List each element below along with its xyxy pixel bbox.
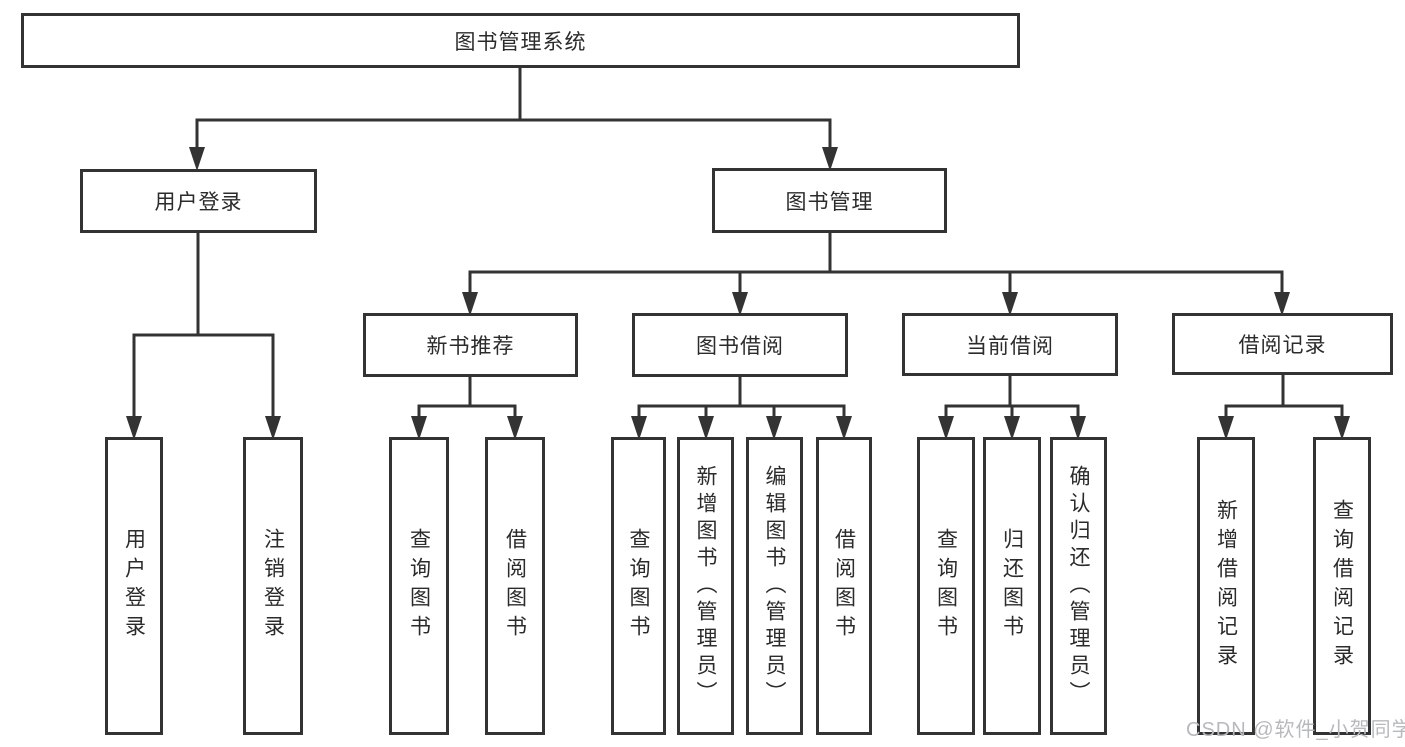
leaf-confirm-return-admin-label: 确认归还（管理员） xyxy=(1067,464,1090,708)
leaf-logout: 注销登录 xyxy=(243,437,303,735)
leaf-edit-books-admin: 编辑图书（管理员） xyxy=(746,437,803,735)
node-new-book-recommend-label: 新书推荐 xyxy=(426,335,515,358)
leaf-borrowing-borrow-books-label: 借阅图书 xyxy=(832,528,856,644)
leaf-newbooks-query-books-label: 查询图书 xyxy=(407,528,431,644)
node-borrowing-records-label: 借阅记录 xyxy=(1238,334,1327,357)
leaf-confirm-return-admin: 确认归还（管理员） xyxy=(1050,437,1107,735)
leaf-current-query-books-label: 查询图书 xyxy=(934,528,958,644)
leaf-newbooks-borrow-books: 借阅图书 xyxy=(485,437,545,735)
leaf-borrowing-query-books-label: 查询图书 xyxy=(627,528,650,644)
arrowhead xyxy=(836,416,852,440)
node-borrowing-records: 借阅记录 xyxy=(1172,313,1393,375)
node-user-login: 用户登录 xyxy=(80,169,317,233)
leaf-borrowing-query-books: 查询图书 xyxy=(611,437,666,735)
leaf-add-borrow-record: 新增借阅记录 xyxy=(1197,437,1255,735)
arrowhead xyxy=(766,416,782,440)
leaf-query-borrow-record-label: 查询借阅记录 xyxy=(1330,499,1354,673)
leaf-add-borrow-record-label: 新增借阅记录 xyxy=(1214,499,1238,673)
leaf-query-borrow-record: 查询借阅记录 xyxy=(1313,437,1371,735)
watermark: CSDN @软件_小贺同学 xyxy=(1186,719,1405,741)
connector-currentborrow-bus xyxy=(944,374,1080,420)
leaf-return-books: 归还图书 xyxy=(983,437,1041,735)
leaf-add-books-admin-label: 新增图书（管理员） xyxy=(694,464,717,708)
arrowhead xyxy=(1004,416,1020,440)
arrowhead xyxy=(631,416,647,440)
connector-bookmgmt-bus xyxy=(468,231,1284,296)
leaf-current-query-books: 查询图书 xyxy=(917,437,975,735)
arrowhead xyxy=(507,416,523,440)
connector-bookborrow-bus xyxy=(637,375,846,420)
leaf-user-login: 用户登录 xyxy=(105,437,163,735)
leaf-newbooks-query-books: 查询图书 xyxy=(389,437,449,735)
arrowhead xyxy=(462,292,478,316)
arrowhead xyxy=(822,147,838,171)
arrowhead xyxy=(1274,292,1290,316)
arrowhead xyxy=(265,416,281,440)
connector-root-bus xyxy=(195,66,832,152)
leaf-newbooks-borrow-books-label: 借阅图书 xyxy=(503,528,527,644)
arrowhead xyxy=(732,292,748,316)
connector-newbooks-bus xyxy=(417,375,517,420)
node-new-book-recommend: 新书推荐 xyxy=(363,313,578,377)
arrowhead xyxy=(126,416,142,440)
arrowhead xyxy=(411,416,427,440)
leaf-return-books-label: 归还图书 xyxy=(1000,528,1024,644)
node-book-management: 图书管理 xyxy=(712,168,947,233)
arrowhead xyxy=(1070,416,1086,440)
arrowhead xyxy=(698,416,714,440)
node-book-borrowing: 图书借阅 xyxy=(632,313,848,377)
connector-borrowrecords-bus xyxy=(1224,373,1344,420)
connector-userlogin-bus xyxy=(132,231,275,420)
arrowhead xyxy=(1334,416,1350,440)
node-user-login-label: 用户登录 xyxy=(154,191,243,214)
leaf-logout-label: 注销登录 xyxy=(261,528,285,644)
node-book-borrowing-label: 图书借阅 xyxy=(696,335,784,358)
arrowhead xyxy=(189,147,205,171)
leaf-add-books-admin: 新增图书（管理员） xyxy=(677,437,734,735)
arrowhead xyxy=(1218,416,1234,440)
arrowhead xyxy=(1002,292,1018,316)
node-root: 图书管理系统 xyxy=(21,13,1020,68)
arrowhead xyxy=(938,416,954,440)
node-current-borrowing: 当前借阅 xyxy=(902,313,1118,376)
leaf-borrowing-borrow-books: 借阅图书 xyxy=(816,437,872,735)
node-book-management-label: 图书管理 xyxy=(785,190,874,214)
node-root-label: 图书管理系统 xyxy=(454,30,587,54)
leaf-user-login-label: 用户登录 xyxy=(122,528,146,644)
leaf-edit-books-admin-label: 编辑图书（管理员） xyxy=(763,464,786,708)
node-current-borrowing-label: 当前借阅 xyxy=(966,334,1054,358)
